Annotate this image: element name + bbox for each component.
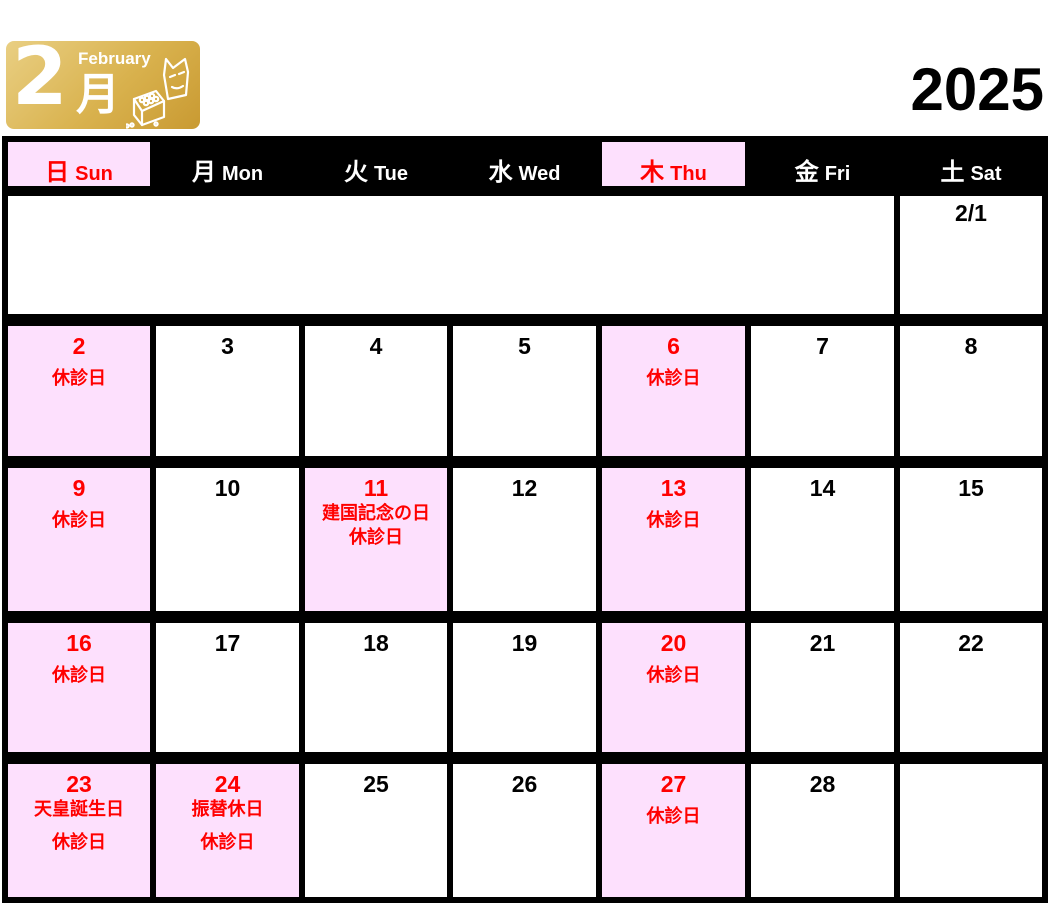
day-cell: 14 <box>751 468 894 611</box>
closed-day-label: 休診日 <box>52 832 106 854</box>
day-number: 17 <box>214 630 241 656</box>
month-number: 2 <box>12 41 68 123</box>
day-number: 27 <box>660 771 687 797</box>
holiday-name: 建国記念の日 <box>322 503 430 524</box>
holiday-name: 振替休日 <box>191 799 264 820</box>
weekday-english: Tue <box>373 163 409 185</box>
closed-day-label: 休診日 <box>200 832 255 854</box>
closed-day-label: 休診日 <box>349 527 403 549</box>
day-number: 21 <box>809 630 836 656</box>
day-number: 22 <box>958 630 984 656</box>
weekday-kanji: 水 <box>488 158 513 186</box>
day-number: 3 <box>221 333 234 359</box>
day-cell: 22 <box>900 623 1042 752</box>
day-cell: 13 休診日 <box>602 468 745 611</box>
day-number: 20 <box>660 630 687 656</box>
weekday-kanji: 日 <box>45 158 70 186</box>
weekday-kanji: 火 <box>343 158 368 186</box>
day-number: 24 <box>214 771 241 797</box>
closed-day-label: 休診日 <box>646 510 701 531</box>
day-number: 10 <box>214 475 241 501</box>
day-number: 26 <box>511 771 538 797</box>
day-number: 18 <box>363 630 389 656</box>
weekday-kanji: 月 <box>191 158 216 186</box>
day-cell: 15 <box>900 468 1042 611</box>
weekday-english: Thu <box>670 163 707 185</box>
day-number: 19 <box>511 630 538 656</box>
day-cell: 28 <box>751 764 894 897</box>
day-number: 25 <box>363 771 389 797</box>
closed-day-label: 休診日 <box>52 510 106 531</box>
day-cell: 8 <box>900 326 1042 456</box>
day-cell: 27 休診日 <box>602 764 745 897</box>
day-number: 15 <box>958 475 984 501</box>
weekday-kanji: 土 <box>940 158 965 186</box>
weekday-english: Wed <box>518 163 561 185</box>
day-number: 9 <box>72 475 86 501</box>
closed-day-label: 休診日 <box>646 665 701 686</box>
day-number: 8 <box>964 333 978 359</box>
day-cell: 16 休診日 <box>8 623 150 752</box>
month-kanji: 月 <box>76 69 120 120</box>
day-cell: 7 <box>751 326 894 456</box>
day-cell: 20 休診日 <box>602 623 745 752</box>
weekday-english: Mon <box>221 163 264 185</box>
day-cell: 19 <box>453 623 596 752</box>
closed-day-label: 休診日 <box>646 368 701 389</box>
day-cell: 9 休診日 <box>8 468 150 611</box>
day-number: 16 <box>66 630 92 656</box>
day-number: 14 <box>809 475 836 501</box>
weekday-english: Sat <box>970 163 1002 185</box>
weekday-kanji: 金 <box>794 158 819 186</box>
closed-day-label: 休診日 <box>52 368 106 389</box>
month-badge: 2 February 月 <box>6 41 200 129</box>
closed-day-label: 休診日 <box>646 806 701 827</box>
day-number: 6 <box>667 333 680 359</box>
day-cell: 25 <box>305 764 447 897</box>
day-cell: 2/1 <box>900 196 1042 314</box>
weekday-english: Fri <box>824 163 851 185</box>
day-number: 2/1 <box>955 200 987 226</box>
day-cell: 17 <box>156 623 299 752</box>
day-cell: 10 <box>156 468 299 611</box>
day-cell: 12 <box>453 468 596 611</box>
day-cell: 21 <box>751 623 894 752</box>
day-cell: 26 <box>453 764 596 897</box>
day-number: 13 <box>660 475 687 501</box>
weekday-english: Sun <box>75 163 113 185</box>
day-number: 7 <box>816 333 829 359</box>
weekday-kanji: 木 <box>640 158 665 186</box>
empty-day-cell <box>900 764 1042 897</box>
day-number: 23 <box>66 771 92 797</box>
day-number: 4 <box>369 333 383 359</box>
day-number: 11 <box>363 475 389 501</box>
day-cell: 3 <box>156 326 299 456</box>
day-number: 2 <box>72 333 86 359</box>
closed-day-label: 休診日 <box>52 665 106 686</box>
day-number: 5 <box>518 333 531 359</box>
holiday-name: 天皇誕生日 <box>34 799 124 820</box>
empty-days-cell <box>8 196 894 314</box>
mask-and-bean-box-icon <box>126 57 190 129</box>
day-cell: 6 休診日 <box>602 326 745 456</box>
day-number: 28 <box>809 771 836 797</box>
day-cell: 4 <box>305 326 447 456</box>
day-cell: 5 <box>453 326 596 456</box>
year-title: 2025 <box>910 56 1044 123</box>
day-cell: 18 <box>305 623 447 752</box>
month-english: February <box>78 49 151 68</box>
day-cell: 2 休診日 <box>8 326 150 456</box>
day-number: 12 <box>511 475 538 501</box>
